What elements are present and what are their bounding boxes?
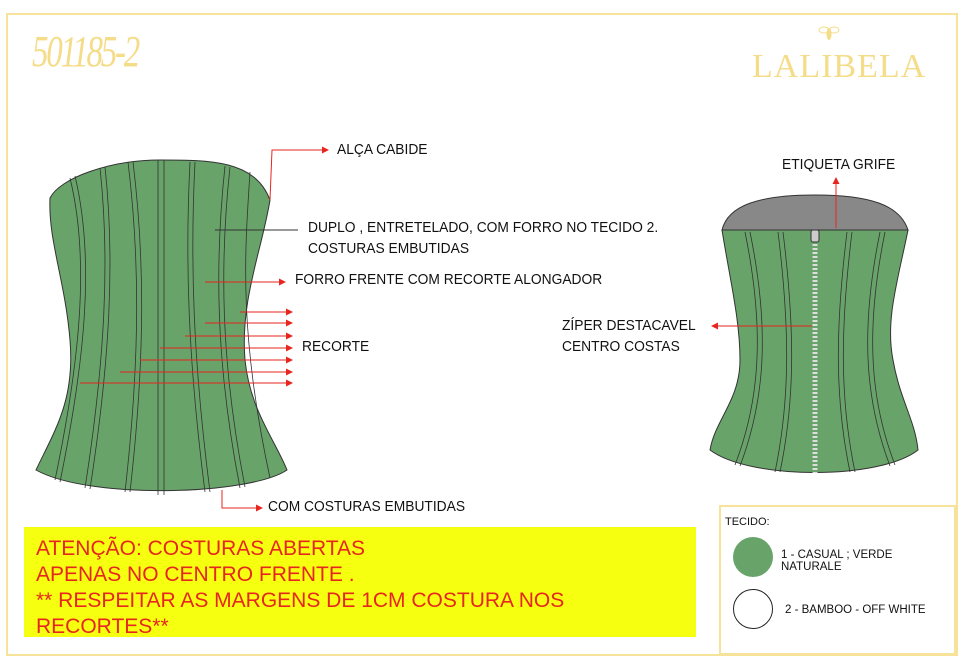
page-border <box>6 13 958 656</box>
label-zip-2: CENTRO COSTAS <box>562 338 680 355</box>
callout-arrows <box>80 146 840 512</box>
note-line-3: ** RESPEITAR AS MARGENS DE 1CM COSTURA N… <box>36 589 565 638</box>
legend-item-2: 2 - BAMBOO - OFF WHITE <box>785 604 926 616</box>
label-strap: ALÇA CABIDE <box>337 141 428 158</box>
style-code: 501185-2 <box>32 27 140 76</box>
zipper-pull-icon <box>810 229 820 243</box>
bee-logo-icon <box>818 26 840 40</box>
label-double-2: COSTURAS EMBUTIDAS <box>308 240 470 257</box>
brand-logo: LALIBELA <box>752 48 927 85</box>
note-line-2: APENAS NO CENTRO FRENTE . <box>36 563 355 586</box>
label-panel: RECORTE <box>302 338 370 355</box>
swatch-green <box>733 537 773 577</box>
attention-note: ATENÇÃO: COSTURAS ABERTAS APENAS NO CENT… <box>24 527 696 638</box>
note-line-1: ATENÇÃO: COSTURAS ABERTAS <box>36 537 366 560</box>
label-double-1: DUPLO , ENTRETELADO, COM FORRO NO TECIDO… <box>308 219 659 236</box>
label-zip-1: ZÍPER DESTACAVEL <box>562 317 696 334</box>
front-bodice <box>35 159 288 495</box>
back-bodice <box>709 194 919 473</box>
legend-title: TECIDO: <box>725 516 770 528</box>
label-hem: COM COSTURAS EMBUTIDAS <box>268 498 466 515</box>
label-tag: ETIQUETA GRIFE <box>782 156 896 173</box>
label-lining: FORRO FRENTE COM RECORTE ALONGADOR <box>295 271 603 288</box>
swatch-white <box>733 589 773 629</box>
fabric-legend: TECIDO: 1 - CASUAL ; VERDE NATURALE 2 - … <box>719 505 956 655</box>
legend-item-1: 1 - CASUAL ; VERDE NATURALE <box>781 549 893 573</box>
